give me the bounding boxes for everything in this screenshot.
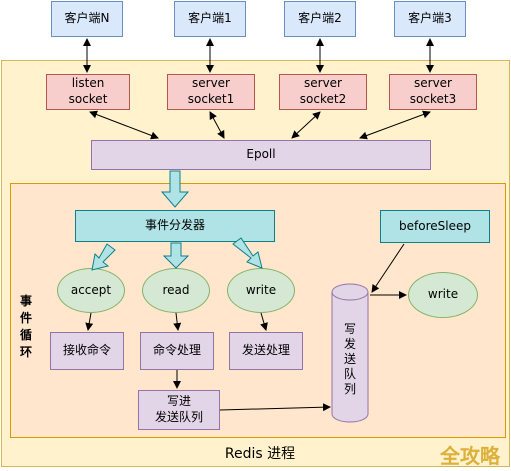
queue-in-arrow — [219, 403, 331, 412]
event-handler-arrows — [85, 312, 268, 389]
write-event: write — [227, 268, 295, 313]
event-dispatcher: 事件分发器 — [75, 210, 275, 242]
write-to-queue-line1: 写进 — [166, 394, 191, 409]
socket-label-line2: socket — [68, 92, 108, 106]
server-socket1: server socket1 — [167, 74, 255, 110]
send-process-box: 发送处理 — [229, 332, 303, 370]
client-1: 客户端1 — [174, 1, 246, 37]
before-sleep-arrow — [371, 243, 405, 293]
socket-label-line1: listen — [71, 76, 105, 91]
socket-label-line2: socket2 — [299, 92, 347, 106]
receive-command-box: 接收命令 — [50, 332, 124, 370]
send-queue-label: 写发 送队 列 — [343, 322, 356, 396]
client-3: 客户端3 — [394, 1, 466, 37]
command-process-box: 命令处理 — [140, 332, 214, 370]
server-socket3: server socket3 — [389, 74, 477, 110]
watermark-logo: 全攻略 — [440, 444, 500, 468]
accept-event: accept — [57, 268, 125, 313]
listen-socket: listen socket — [46, 74, 130, 110]
write-to-queue-line2: 发送队列 — [154, 410, 203, 424]
client-2: 客户端2 — [284, 1, 356, 37]
socket-label-line1: server — [192, 76, 230, 91]
write-out-event: write — [408, 272, 478, 318]
socket-epoll-arrows — [89, 110, 431, 140]
socket-label-line2: socket1 — [187, 92, 235, 106]
epoll-to-dispatcher-arrow — [160, 170, 190, 208]
dispatcher-to-events-arrows — [91, 237, 263, 271]
socket-label-line1: server — [414, 76, 452, 91]
socket-label-line1: server — [304, 76, 342, 91]
redis-process-label: Redis 进程 — [224, 446, 296, 462]
send-queue-cylinder — [331, 283, 369, 423]
client-n: 客户端N — [51, 1, 123, 37]
before-sleep-box: beforeSleep — [380, 210, 490, 243]
write-to-queue-box: 写进 发送队列 — [138, 390, 220, 430]
server-socket2: server socket2 — [279, 74, 367, 110]
client-socket-arrows — [83, 38, 434, 73]
socket-label-line2: socket3 — [409, 92, 457, 106]
event-loop-label: 事件 循环 — [19, 294, 32, 359]
epoll-box: Epoll — [91, 140, 431, 170]
read-event: read — [142, 268, 210, 313]
